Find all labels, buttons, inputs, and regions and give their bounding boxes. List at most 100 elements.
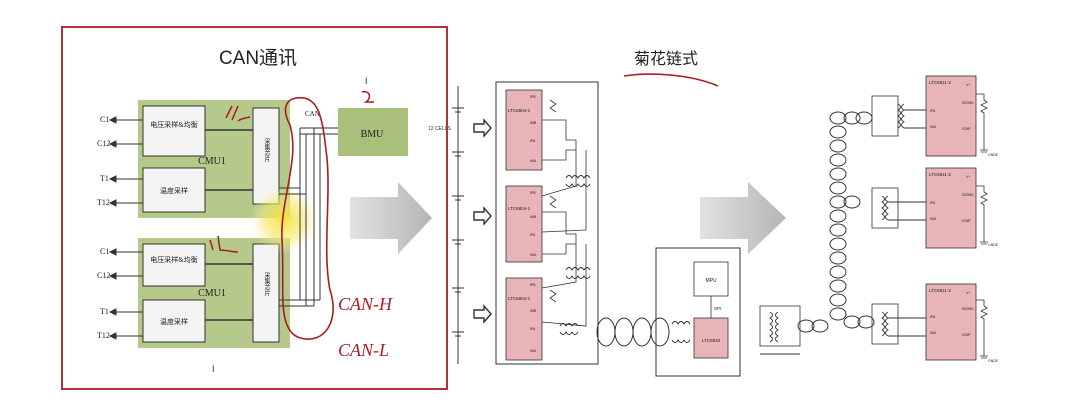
voltage-block xyxy=(142,243,206,287)
svg-text:GNDE: GNDE xyxy=(988,153,999,157)
chip-name: LTC6804-1 xyxy=(508,108,531,113)
twisted-pair xyxy=(596,317,670,347)
svg-text:LTC6811-2: LTC6811-2 xyxy=(929,172,951,177)
svg-text:IMA: IMA xyxy=(930,125,937,129)
pin-label: C1 xyxy=(100,115,109,124)
svg-text:IMA: IMA xyxy=(930,331,937,335)
handwritten-mark-1 xyxy=(225,105,251,122)
stack-board xyxy=(495,81,599,365)
chip-name: LTC6804-1 xyxy=(508,296,531,301)
converter-box xyxy=(693,317,729,359)
svg-text:ISOMD: ISOMD xyxy=(962,307,974,311)
svg-text:IMB: IMB xyxy=(530,121,537,125)
title-underline xyxy=(623,73,719,87)
svg-text:IMA: IMA xyxy=(530,159,537,163)
temp-block-label: 温度采样 xyxy=(160,317,188,326)
svg-text:IPA: IPA xyxy=(930,109,936,113)
bmu-label: BMU xyxy=(361,129,385,140)
cmu-label: CMU1 xyxy=(198,288,226,299)
transition-arrow-1 xyxy=(350,182,432,254)
svg-text:V+: V+ xyxy=(966,175,970,179)
cmu-module-2: 电压采样&均衡 温度采样 CMU1 采集芯片 xyxy=(138,238,290,348)
small-arrows xyxy=(473,118,492,324)
pin-label: T12 xyxy=(97,198,110,207)
handwritten-loop xyxy=(281,97,334,340)
voltage-block xyxy=(142,105,206,157)
converter-label: LTC6820 xyxy=(702,338,721,343)
bmu-box xyxy=(338,108,408,156)
temp-block xyxy=(142,299,206,343)
svg-text:V+: V+ xyxy=(966,83,970,87)
pin-label: T12 xyxy=(97,331,110,340)
svg-text:IMA: IMA xyxy=(530,349,537,353)
svg-text:IPB: IPB xyxy=(530,191,536,195)
acq-chip xyxy=(252,243,280,343)
daisy-title: 菊花链式 xyxy=(634,50,698,68)
left-chip-3: LTC6804-1 IPB IMB IPA IMA xyxy=(505,277,543,361)
handwritten-can-l: CAN-L xyxy=(338,340,389,360)
mpu-label: MPU xyxy=(705,278,717,284)
right-resistors xyxy=(976,93,988,359)
acq-chip-label: 采集芯片 xyxy=(263,271,270,297)
can-bus-label: CAN xyxy=(305,110,320,118)
svg-text:IPB: IPB xyxy=(530,283,536,287)
stack-wiring xyxy=(541,99,587,327)
voltage-block-label: 电压采样&均衡 xyxy=(150,120,197,129)
right-chip-3: LTC6811-2 V+ ISOMD IPA IMA ICMP GNDE xyxy=(925,283,999,363)
svg-text:ISOMD: ISOMD xyxy=(962,193,974,197)
pin-label: C1 xyxy=(100,247,109,256)
handwritten-mark-2 xyxy=(209,235,239,253)
handwritten-can-h: CAN-H xyxy=(338,294,393,314)
stack-label: 12 CELLS xyxy=(428,126,451,132)
chip-name: LTC6804-1 xyxy=(508,206,531,211)
cmu-label: CMU1 xyxy=(198,156,226,167)
svg-text:ISOMD: ISOMD xyxy=(962,101,974,105)
svg-text:GNDE: GNDE xyxy=(988,243,999,247)
svg-text:IPA: IPA xyxy=(530,327,536,331)
handwritten-mark-3 xyxy=(361,90,374,103)
svg-text:IPB: IPB xyxy=(530,95,536,99)
can-frame xyxy=(61,26,448,390)
svg-text:IMA: IMA xyxy=(930,217,937,221)
transition-arrow-2 xyxy=(700,182,786,254)
vertical-twisted-pair xyxy=(797,111,875,333)
svg-text:IPA: IPA xyxy=(930,315,936,319)
spi-label: SPI xyxy=(714,306,721,311)
svg-text:IPA: IPA xyxy=(930,201,936,205)
marker-top: I xyxy=(365,76,368,86)
right-transformers xyxy=(871,95,926,345)
battery-stack xyxy=(452,86,464,364)
svg-text:IMB: IMB xyxy=(530,309,537,313)
svg-text:ICMP: ICMP xyxy=(962,127,971,131)
acq-chip-label: 采集芯片 xyxy=(263,137,270,163)
right-chip-1: LTC6811-2 V+ ISOMD IPA IMA ICMP GNDE xyxy=(925,75,999,157)
svg-text:V+: V+ xyxy=(966,291,970,295)
converter-transformer xyxy=(671,321,691,343)
stack-transformers xyxy=(559,175,591,335)
pin-label: C12 xyxy=(97,271,110,280)
can-bus xyxy=(279,127,338,307)
temp-block-label: 温度采样 xyxy=(160,186,188,195)
mpu-box xyxy=(693,261,729,297)
svg-text:LTC6811-2: LTC6811-2 xyxy=(929,288,951,293)
pin-label: T1 xyxy=(100,307,109,316)
svg-text:IMA: IMA xyxy=(530,253,537,257)
can-title: CAN通讯 xyxy=(219,47,297,69)
svg-text:GNDE: GNDE xyxy=(988,359,999,363)
svg-text:IPA: IPA xyxy=(530,139,536,143)
pin-label: C12 xyxy=(97,139,110,148)
bottom-transformers xyxy=(759,305,801,355)
voltage-block-label: 电压采样&均衡 xyxy=(150,255,197,264)
pin-label: T1 xyxy=(100,174,109,183)
pin-labels: C1 C12 T1 T12 C1 C12 T1 T12 xyxy=(97,115,110,340)
svg-text:LTC6811-2: LTC6811-2 xyxy=(929,80,951,85)
left-chip-2: LTC6804-1 IPB IMB IPA IMA xyxy=(505,185,543,263)
mcu-board xyxy=(655,247,741,377)
svg-text:IPA: IPA xyxy=(530,233,536,237)
svg-text:IMB: IMB xyxy=(530,215,537,219)
left-chip-1: LTC6804-1 IPB IMB IPA IMA xyxy=(505,89,543,171)
right-chip-2: LTC6811-2 V+ ISOMD IPA IMA ICMP GNDE xyxy=(925,167,999,249)
highlight-spot xyxy=(250,186,318,254)
marker-bottom: I xyxy=(212,364,215,374)
